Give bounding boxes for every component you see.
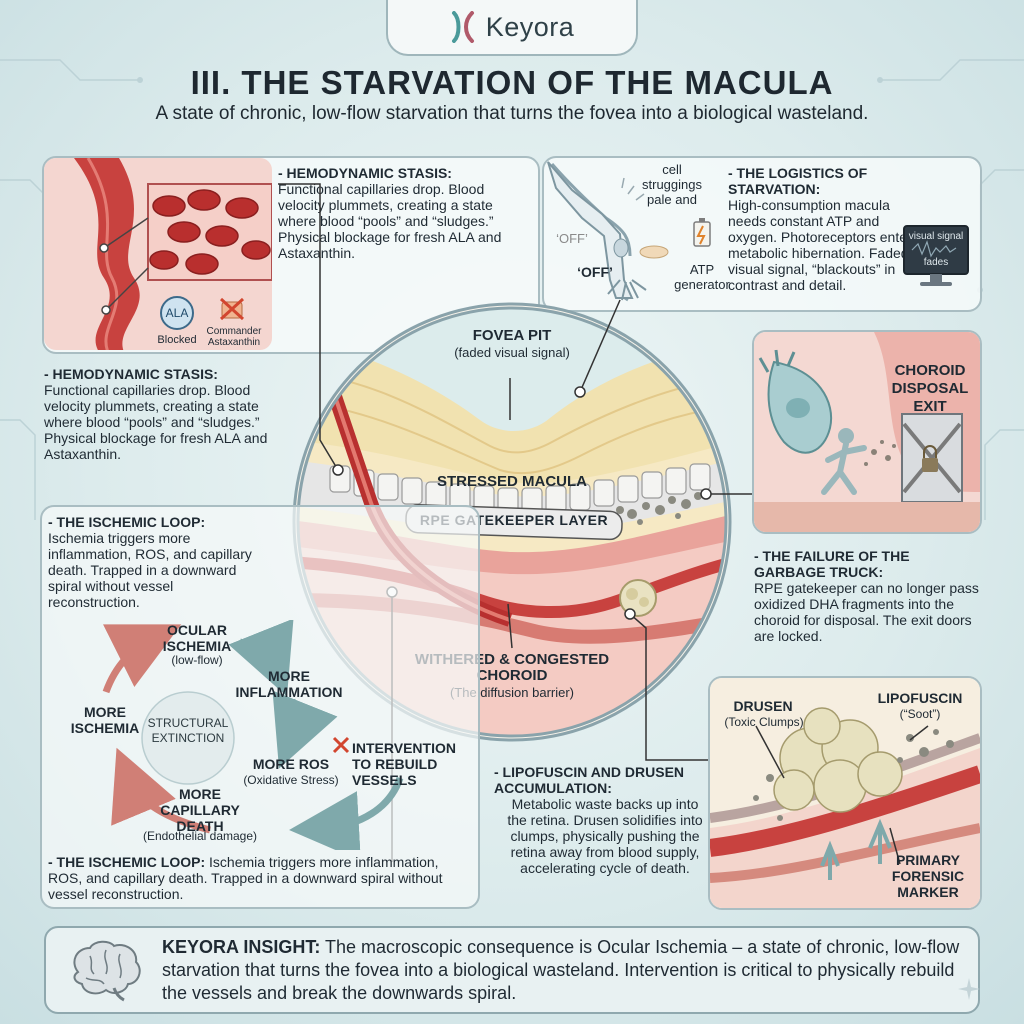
hemodynamic-top-heading: - HEMODYNAMIC STASIS:: [278, 165, 452, 181]
drusen-subtitle: (Toxic Clumps): [724, 715, 804, 729]
atp-generator-label: ATP generator: [674, 262, 730, 292]
k-logo-icon: [451, 11, 474, 43]
hemodynamic-left-body: Functional capillaries drop. Blood veloc…: [44, 382, 268, 462]
garbage-truck-heading: - THE FAILURE OF THE GARBAGE TRUCK:: [754, 548, 910, 580]
cell-struggle-label: cell struggings pale and: [642, 162, 702, 207]
drusen-title: DRUSEN: [733, 698, 793, 714]
brain-icon: [73, 940, 141, 1002]
ischemic-bottom-heading: - THE ISCHEMIC LOOP:: [48, 854, 206, 870]
ala-label: ALA: [165, 306, 189, 320]
monitor-line2: fades: [923, 257, 949, 268]
cycle-more-ros: MORE ROS: [252, 756, 330, 772]
blocked-label: Blocked: [157, 334, 197, 346]
ischemic-bottom-text: - THE ISCHEMIC LOOP: Ischemia triggers m…: [48, 854, 468, 902]
cycle-capillary-sub: (Endothelial damage): [142, 829, 258, 843]
fovea-pit-title: FOVEA PIT: [472, 327, 552, 344]
off-label-1: ‘OFF’: [556, 231, 588, 246]
insight-text: KEYORA INSIGHT: The macroscopic conseque…: [162, 936, 962, 1005]
cycle-more-ischemia: MORE ISCHEMIA: [70, 704, 140, 736]
ischemic-top-heading: - THE ISCHEMIC LOOP:: [48, 514, 206, 530]
off-label-2: ‘OFF’: [577, 264, 613, 280]
lipofuscin-body: Metabolic waste backs up into the retina…: [507, 796, 703, 876]
garbage-truck-body: RPE gatekeeper can no longer pass oxidiz…: [754, 580, 979, 644]
photoreceptor-cell-illustration: [547, 161, 711, 302]
cycle-ocular-sub: (low-flow): [171, 653, 223, 667]
hemodynamic-left-text: - HEMODYNAMIC STASIS: Functional capilla…: [44, 366, 279, 462]
logistics-body: High-consumption macula needs constant A…: [728, 197, 912, 293]
lipofuscin-text: - LIPOFUSCIN AND DRUSEN ACCUMULATION: Me…: [494, 764, 706, 876]
ischemic-cycle-diagram: [102, 620, 404, 850]
page-title: III. THE STARVATION OF THE MACULA: [190, 64, 834, 101]
ischemic-bottom-body: Ischemia triggers more inflammation, ROS…: [48, 854, 443, 902]
cycle-more-inflammation: MORE INFLAMMATION: [235, 668, 343, 700]
cross-mark-icon: [219, 297, 245, 321]
choroid-subtitle: (The diffusion barrier): [449, 685, 575, 700]
choroid-exit-sign: CHOROID DISPOSAL EXIT: [891, 362, 969, 415]
sparkle-icon: [958, 978, 980, 1000]
primary-forensic-marker: PRIMARY FORENSIC MARKER: [891, 852, 965, 900]
cycle-capillary-death: MORE CAPILLARY DEATH: [160, 786, 240, 834]
insight-body: The macroscopic consequence is Ocular Is…: [162, 937, 960, 1003]
commander-astaxanthin-label: Commander Astaxanthin: [206, 326, 262, 348]
hemodynamic-top-text: - HEMODYNAMIC STASIS: Functional capilla…: [278, 165, 528, 261]
ischemic-loop-panel: [40, 505, 480, 909]
monitor-icon: [903, 225, 969, 286]
lipofuscin-heading: - LIPOFUSCIN AND DRUSEN ACCUMULATION:: [494, 764, 685, 796]
ischemic-top-text: - THE ISCHEMIC LOOP: Ischemia triggers m…: [48, 514, 268, 610]
stressed-macula-label: STRESSED MACULA: [436, 473, 587, 490]
hemodynamic-left-heading: - HEMODYNAMIC STASIS:: [44, 366, 218, 382]
monitor-line1: visual signal: [908, 231, 964, 242]
lipofuscin-title: LIPOFUSCIN: [877, 690, 963, 706]
hemodynamic-top-body: Functional capillaries drop. Blood veloc…: [278, 181, 502, 261]
ala-molecule-icon: [160, 296, 194, 330]
garbage-truck-text: - THE FAILURE OF THE GARBAGE TRUCK: RPE …: [754, 548, 982, 644]
page-subtitle: A state of chronic, low-flow starvation …: [155, 103, 869, 124]
insight-lead: KEYORA INSIGHT:: [162, 937, 321, 957]
cycle-ros-sub: (Oxidative Stress): [243, 773, 339, 787]
logistics-text: - THE LOGISTICS OF STARVATION: High-cons…: [728, 165, 924, 293]
drusen-illustration: [710, 678, 980, 908]
choroid-exit-illustration: [754, 332, 980, 532]
cycle-center-label: STRUCTURAL EXTINCTION: [147, 716, 229, 745]
fovea-pit-subtitle: (faded visual signal): [454, 345, 570, 360]
brand-name: Keyora: [485, 11, 575, 42]
ischemic-top-body: Ischemia triggers more inflammation, ROS…: [48, 530, 252, 610]
lipofuscin-subtitle: (“Soot”): [899, 707, 941, 721]
cycle-ocular-ischemia: OCULAR ISCHEMIA: [162, 622, 232, 654]
insight-panel: [44, 926, 980, 1014]
logistics-heading: - THE LOGISTICS OF STARVATION:: [728, 165, 868, 197]
brand-header: Keyora: [386, 0, 638, 56]
cycle-intervention: INTERVENTION TO REBUILD VESSELS: [352, 740, 456, 788]
